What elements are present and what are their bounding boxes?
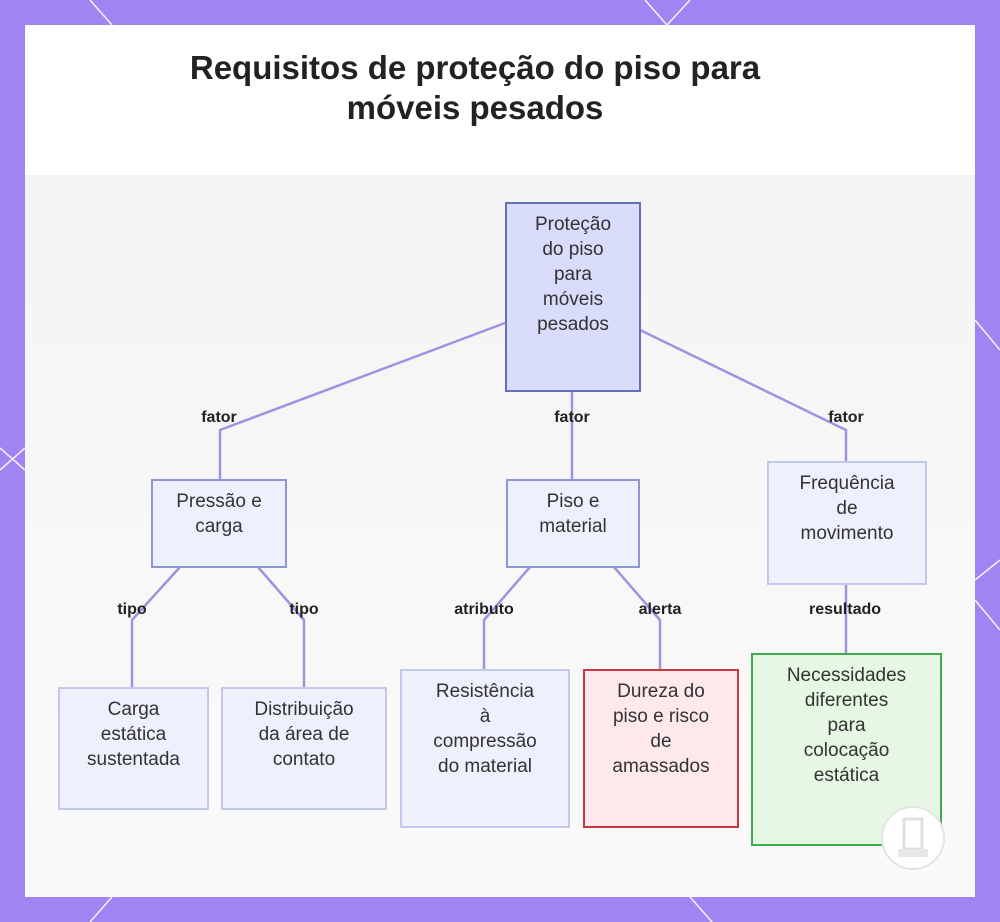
node-root-line: do piso (542, 239, 604, 260)
edge-pressure-contact (257, 566, 306, 688)
node-compression-line: à (479, 706, 491, 727)
node-contact-area-line: contato (272, 749, 336, 770)
node-static-load-line: Carga (107, 699, 160, 720)
node-needs-line: Necessidades (786, 665, 907, 686)
node-hardness-line: de (650, 731, 672, 752)
title-line-1: Requisitos de proteção do piso para (189, 49, 761, 86)
node-compression[interactable]: Resistência à compressão do material (400, 669, 570, 828)
node-needs-line: diferentes (804, 690, 889, 711)
edge-label-root-floor: fator (554, 409, 590, 426)
node-needs-line: colocação (803, 740, 890, 761)
title-line-2: móveis pesados (346, 89, 604, 126)
node-contact-area-line: da área de (258, 724, 350, 745)
edge-label-pressure-contact: tipo (289, 601, 319, 618)
node-pressure-line: Pressão e (176, 491, 262, 512)
node-hardness-line: Dureza do (617, 681, 705, 702)
node-compression-line: Resistência (435, 681, 535, 702)
edge-floor-hardness (613, 566, 662, 670)
node-root-line: pesados (537, 314, 609, 335)
node-frequency-line: Frequência (799, 473, 895, 494)
node-pressure-line: carga (195, 516, 243, 537)
node-root-line: móveis (542, 289, 604, 310)
node-needs-line: estática (813, 765, 880, 786)
edge-label-root-pressure: fator (201, 409, 237, 426)
node-contact-area-line: Distribuição (254, 699, 354, 720)
node-frequency[interactable]: Frequência de movimento (767, 461, 927, 585)
node-root-line: para (553, 264, 592, 285)
node-hardness[interactable]: Dureza do piso e risco de amassados (583, 669, 739, 828)
edge-root-pressure (218, 321, 506, 480)
node-contact-area[interactable]: Distribuição da área de contato (221, 687, 387, 810)
page-title: Requisitos de proteção do piso para móve… (0, 48, 950, 128)
node-static-load[interactable]: Carga estática sustentada (58, 687, 209, 810)
node-floor-line: material (539, 516, 607, 537)
node-root-line: Proteção (534, 214, 612, 235)
node-static-load-line: sustentada (87, 749, 180, 770)
node-needs-line: para (827, 715, 866, 736)
edge-label-floor-compression: atributo (454, 601, 514, 618)
node-frequency-line: de (836, 498, 858, 519)
edge-label-root-frequency: fator (828, 409, 864, 426)
edge-root-frequency (639, 328, 848, 462)
node-floor-line: Piso e (546, 491, 600, 512)
node-compression-line: compressão (433, 731, 537, 752)
node-hardness-line: piso e risco (612, 706, 710, 727)
edge-label-pressure-static: tipo (117, 601, 147, 618)
node-root[interactable]: Proteção do piso para móveis pesados (505, 202, 641, 392)
edge-label-frequency-needs: resultado (808, 601, 882, 618)
edge-label-floor-hardness: alerta (638, 601, 682, 618)
watermark-logo-icon (881, 806, 945, 870)
node-pressure[interactable]: Pressão e carga (151, 479, 287, 568)
node-compression-line: do material (438, 756, 532, 777)
edge-pressure-static (130, 566, 181, 688)
edge-floor-compression (482, 566, 531, 670)
node-hardness-line: amassados (612, 756, 710, 777)
node-floor[interactable]: Piso e material (506, 479, 640, 568)
node-static-load-line: estática (100, 724, 167, 745)
node-frequency-line: movimento (800, 523, 894, 544)
